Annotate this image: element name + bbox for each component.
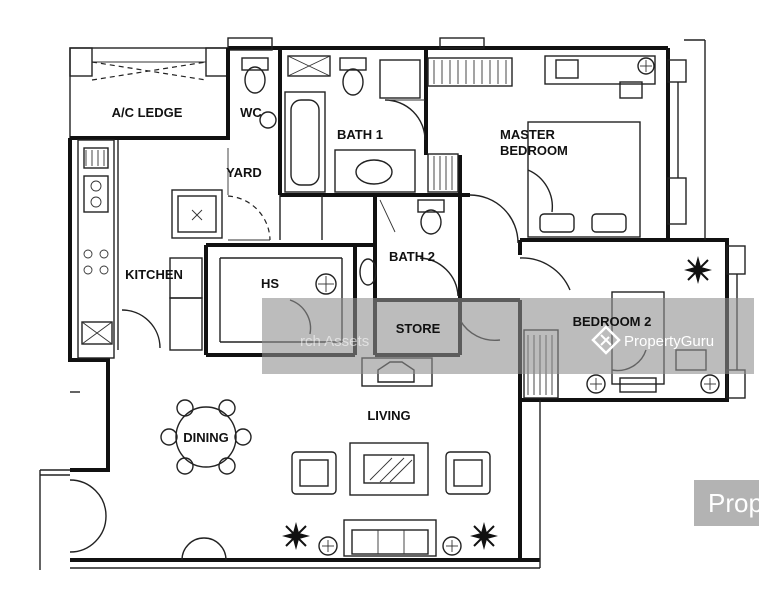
label-bath1: BATH 1 [337, 127, 383, 142]
watermark-band: rch Assets PropertyGuru [262, 298, 754, 374]
label-ac-ledge: A/C LEDGE [112, 105, 183, 120]
corner-watermark: Prop [694, 480, 759, 526]
plant-icon [282, 522, 310, 550]
label-kitchen: KITCHEN [125, 267, 183, 282]
label-dining: DINING [183, 430, 229, 445]
watermark-faint-text: rch Assets [300, 333, 369, 350]
label-master-line1: MASTER [500, 127, 556, 142]
propertyguru-logo-icon [591, 325, 621, 355]
label-bedroom2: BEDROOM 2 [573, 314, 652, 329]
label-bath2: BATH 2 [389, 249, 435, 264]
label-store: STORE [396, 321, 441, 336]
plant-icon [470, 522, 498, 550]
label-master-line2: BEDROOM [500, 143, 568, 158]
plant-icon [684, 256, 712, 284]
watermark-text: PropertyGuru [624, 333, 714, 350]
label-living: LIVING [367, 408, 410, 423]
label-hs: HS [261, 276, 279, 291]
label-yard: YARD [226, 165, 262, 180]
corner-watermark-text: Prop [708, 488, 759, 518]
label-wc: WC [240, 105, 262, 120]
room-labels: A/C LEDGE WC BATH 1 MASTER BEDROOM YARD … [112, 105, 652, 445]
